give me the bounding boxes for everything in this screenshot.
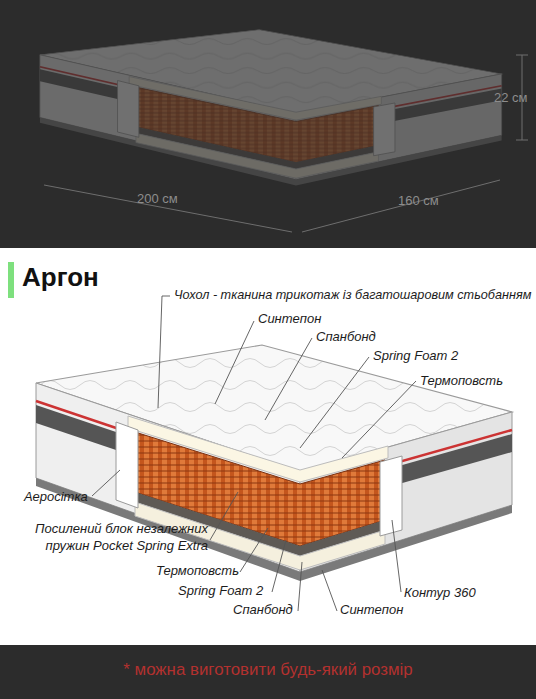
layer-label: Синтепон — [258, 310, 321, 327]
dimension-label: 160 см — [398, 193, 439, 208]
dimension-label: 200 см — [137, 191, 178, 206]
dimension-label: 22 см — [494, 90, 528, 105]
leader-lines — [92, 296, 416, 611]
size-note: * можна виготовити будь-який розмір — [0, 660, 536, 680]
layer-label: Посилений блок незалежних пружин Pocket … — [8, 520, 208, 554]
bottom-panel — [0, 645, 536, 699]
layer-label: Spring Foam 2 — [178, 582, 263, 599]
layer-label: Термоповсть — [156, 562, 239, 579]
layer-label: Спанбонд — [233, 601, 293, 618]
layer-label: Контур 360 — [404, 584, 476, 601]
layer-label: Термоповсть — [420, 372, 503, 389]
top-panel — [0, 0, 536, 248]
layer-label: Чохол - тканина трикотаж із багатошарови… — [174, 287, 531, 304]
diagram-title: Аргон — [22, 262, 99, 293]
title-bar — [8, 262, 14, 298]
mattress-preview — [40, 30, 502, 186]
layer-label: Спанбонд — [316, 328, 376, 345]
dimension-lines — [44, 55, 528, 232]
layer-label: Синтепон — [340, 601, 403, 618]
layer-label: Аеросітка — [24, 488, 88, 505]
layer-label: Spring Foam 2 — [373, 347, 458, 364]
